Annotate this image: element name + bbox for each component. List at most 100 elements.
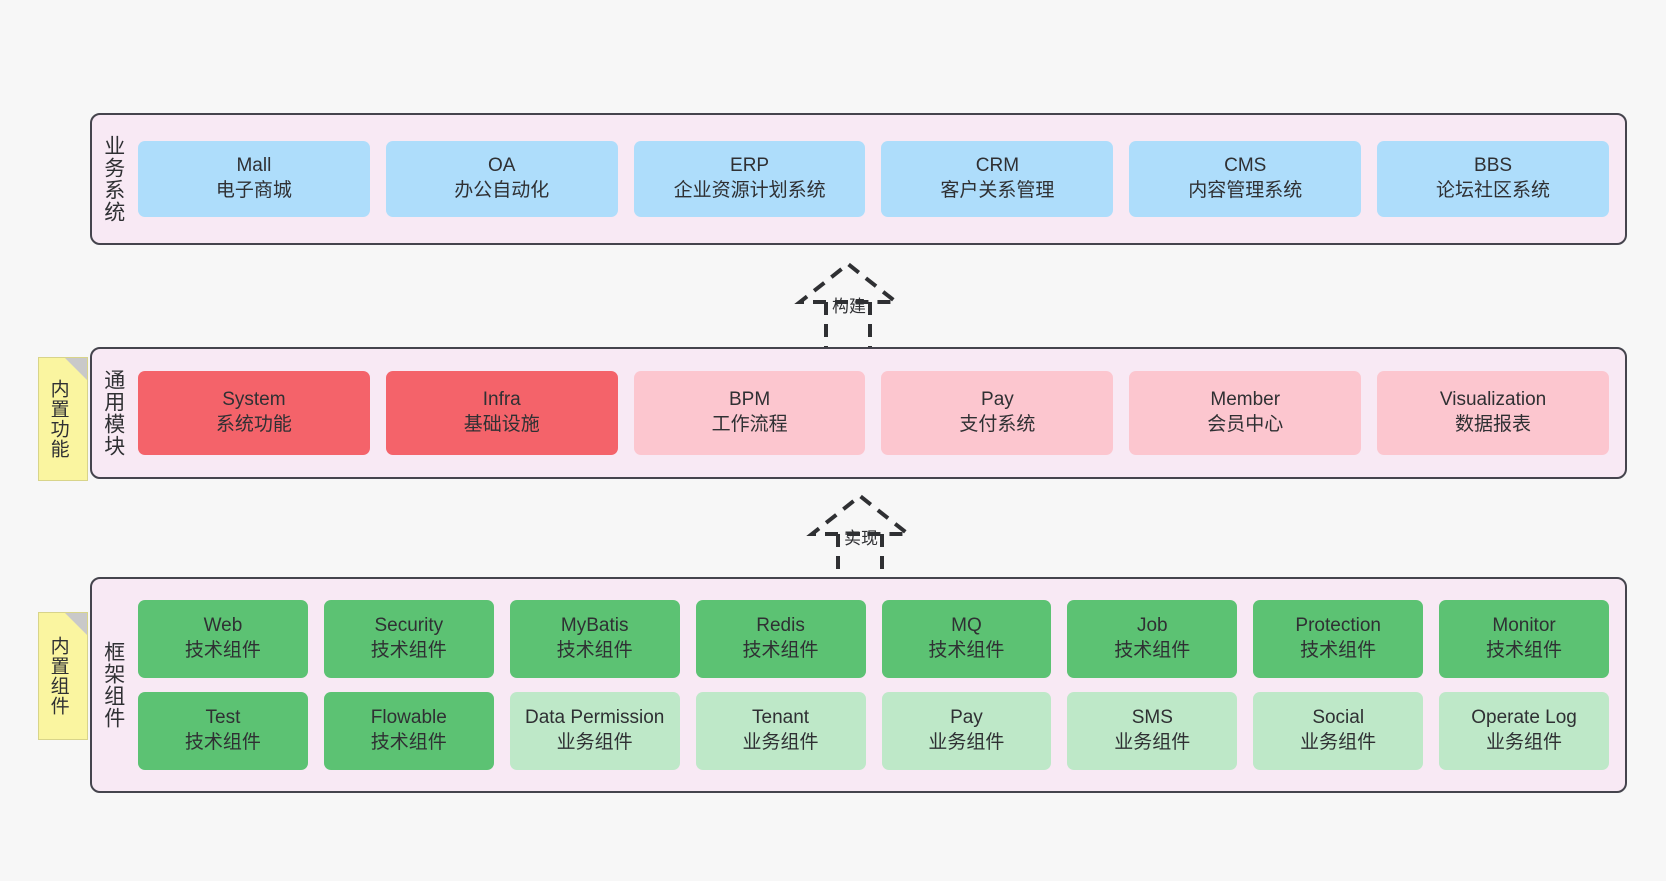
layer-framework-components[interactable]: 框架组件 Web 技术组件 Security 技术组件 MyBatis 技术组件… xyxy=(90,577,1627,793)
tile-operate-log-en: Operate Log xyxy=(1471,707,1577,729)
connector-build-svg xyxy=(794,261,902,353)
tile-monitor[interactable]: Monitor 技术组件 xyxy=(1439,600,1609,678)
tile-erp[interactable]: ERP 企业资源计划系统 xyxy=(633,141,866,217)
layer-body-business-systems: Mall 电子商城 OA 办公自动化 ERP 企业资源计划系统 CRM 客户关系… xyxy=(134,115,1625,243)
note-builtin-features[interactable]: 内置功能 xyxy=(38,357,88,481)
tile-tenant-en: Tenant xyxy=(752,707,810,729)
note-builtin-features-text: 内置功能 xyxy=(47,379,69,459)
note-fold-corner-icon xyxy=(65,613,87,635)
tile-system[interactable]: System 系统功能 xyxy=(138,371,370,455)
connector-implement-svg xyxy=(806,493,914,575)
layer-title-business-systems: 业务系统 xyxy=(101,135,125,223)
tile-web-cn: 技术组件 xyxy=(184,640,261,661)
tile-redis-cn: 技术组件 xyxy=(742,640,819,661)
tile-bpm[interactable]: BPM 工作流程 xyxy=(633,371,866,455)
tile-operate-log[interactable]: Operate Log 业务组件 xyxy=(1439,692,1609,770)
tile-cms[interactable]: CMS 内容管理系统 xyxy=(1129,141,1362,217)
tile-visualization-en: Visualization xyxy=(1439,389,1547,411)
tile-cms-en: CMS xyxy=(1224,155,1267,177)
connector-implement-label: 实现 xyxy=(844,529,878,548)
tile-monitor-en: Monitor xyxy=(1492,615,1556,637)
tile-redis-en: Redis xyxy=(756,615,805,637)
tile-pay-module-en: Pay xyxy=(981,389,1014,411)
tile-bbs-cn: 论坛社区系统 xyxy=(1436,180,1551,201)
tile-job-cn: 技术组件 xyxy=(1114,640,1191,661)
tile-erp-en: ERP xyxy=(730,155,770,177)
tile-crm-cn: 客户关系管理 xyxy=(940,180,1055,201)
note-builtin-components[interactable]: 内置组件 xyxy=(38,612,88,740)
tile-erp-cn: 企业资源计划系统 xyxy=(673,180,826,201)
tile-mybatis-en: MyBatis xyxy=(560,615,629,637)
tile-tenant-cn: 业务组件 xyxy=(742,732,819,753)
tile-operate-log-cn: 业务组件 xyxy=(1486,732,1563,753)
tile-visualization[interactable]: Visualization 数据报表 xyxy=(1377,371,1609,455)
tile-security-en: Security xyxy=(374,615,444,637)
layer-body-framework-components: Web 技术组件 Security 技术组件 MyBatis 技术组件 Redi… xyxy=(134,579,1625,791)
tile-tenant[interactable]: Tenant 业务组件 xyxy=(695,692,866,770)
tile-bbs[interactable]: BBS 论坛社区系统 xyxy=(1377,141,1609,217)
tile-member[interactable]: Member 会员中心 xyxy=(1129,371,1362,455)
tile-web[interactable]: Web 技术组件 xyxy=(138,600,308,678)
tile-flowable-cn: 技术组件 xyxy=(370,732,447,753)
tile-mall-cn: 电子商城 xyxy=(215,180,292,201)
tile-infra[interactable]: Infra 基础设施 xyxy=(385,371,618,455)
tile-mall[interactable]: Mall 电子商城 xyxy=(138,141,370,217)
tile-pay-component[interactable]: Pay 业务组件 xyxy=(881,692,1052,770)
tile-job[interactable]: Job 技术组件 xyxy=(1067,600,1238,678)
tile-mq[interactable]: MQ 技术组件 xyxy=(881,600,1052,678)
framework-row-technical: Web 技术组件 Security 技术组件 MyBatis 技术组件 Redi… xyxy=(138,600,1609,678)
connector-build: 构建 xyxy=(760,258,960,353)
layer-body-common-modules: System 系统功能 Infra 基础设施 BPM 工作流程 Pay 支付系统… xyxy=(134,349,1625,477)
layer-business-systems[interactable]: 业务系统 Mall 电子商城 OA 办公自动化 ERP 企业资源计划系统 CRM… xyxy=(90,113,1627,245)
tile-social[interactable]: Social 业务组件 xyxy=(1253,692,1424,770)
connector-implement: 实现 xyxy=(772,490,972,575)
tile-pay-module-cn: 支付系统 xyxy=(959,414,1036,435)
note-builtin-components-text: 内置组件 xyxy=(47,636,69,716)
tile-oa-cn: 办公自动化 xyxy=(454,180,550,201)
tile-pay-module[interactable]: Pay 支付系统 xyxy=(881,371,1114,455)
tile-mybatis-cn: 技术组件 xyxy=(556,640,633,661)
tile-pay-component-cn: 业务组件 xyxy=(928,732,1005,753)
tile-security-cn: 技术组件 xyxy=(370,640,447,661)
tile-protection-cn: 技术组件 xyxy=(1300,640,1377,661)
tile-system-cn: 系统功能 xyxy=(215,414,292,435)
generalization-head xyxy=(794,261,902,304)
tile-bbs-en: BBS xyxy=(1474,155,1513,177)
tile-infra-en: Infra xyxy=(482,389,521,411)
tile-bpm-cn: 工作流程 xyxy=(711,414,788,435)
tile-system-en: System xyxy=(222,389,286,411)
tile-oa[interactable]: OA 办公自动化 xyxy=(385,141,618,217)
tile-member-en: Member xyxy=(1210,389,1281,411)
tile-protection[interactable]: Protection 技术组件 xyxy=(1253,600,1424,678)
tile-pay-component-en: Pay xyxy=(950,707,983,729)
tile-job-en: Job xyxy=(1136,615,1168,637)
tile-security[interactable]: Security 技术组件 xyxy=(323,600,494,678)
tile-mq-cn: 技术组件 xyxy=(928,640,1005,661)
framework-row-business: Test 技术组件 Flowable 技术组件 Data Permission … xyxy=(138,692,1609,770)
tile-monitor-cn: 技术组件 xyxy=(1486,640,1563,661)
tile-cms-cn: 内容管理系统 xyxy=(1188,180,1303,201)
tile-flowable-en: Flowable xyxy=(370,707,447,729)
tile-sms-cn: 业务组件 xyxy=(1114,732,1191,753)
tile-test-en: Test xyxy=(205,707,241,729)
tile-data-permission[interactable]: Data Permission 业务组件 xyxy=(509,692,680,770)
tile-data-permission-cn: 业务组件 xyxy=(556,732,633,753)
connector-build-label: 构建 xyxy=(832,297,866,316)
tile-sms[interactable]: SMS 业务组件 xyxy=(1067,692,1238,770)
tile-data-permission-en: Data Permission xyxy=(524,707,665,729)
tile-member-cn: 会员中心 xyxy=(1207,414,1284,435)
tile-protection-en: Protection xyxy=(1295,615,1381,637)
layer-title-framework-components: 框架组件 xyxy=(101,641,125,729)
tile-crm[interactable]: CRM 客户关系管理 xyxy=(881,141,1114,217)
tile-visualization-cn: 数据报表 xyxy=(1455,414,1532,435)
tile-sms-en: SMS xyxy=(1131,707,1173,729)
tile-mybatis[interactable]: MyBatis 技术组件 xyxy=(509,600,680,678)
tile-oa-en: OA xyxy=(488,155,516,177)
tile-infra-cn: 基础设施 xyxy=(463,414,540,435)
tile-crm-en: CRM xyxy=(975,155,1020,177)
tile-test[interactable]: Test 技术组件 xyxy=(138,692,308,770)
tile-flowable[interactable]: Flowable 技术组件 xyxy=(323,692,494,770)
tile-redis[interactable]: Redis 技术组件 xyxy=(695,600,866,678)
layer-common-modules[interactable]: 通用模块 System 系统功能 Infra 基础设施 BPM 工作流程 Pay… xyxy=(90,347,1627,479)
